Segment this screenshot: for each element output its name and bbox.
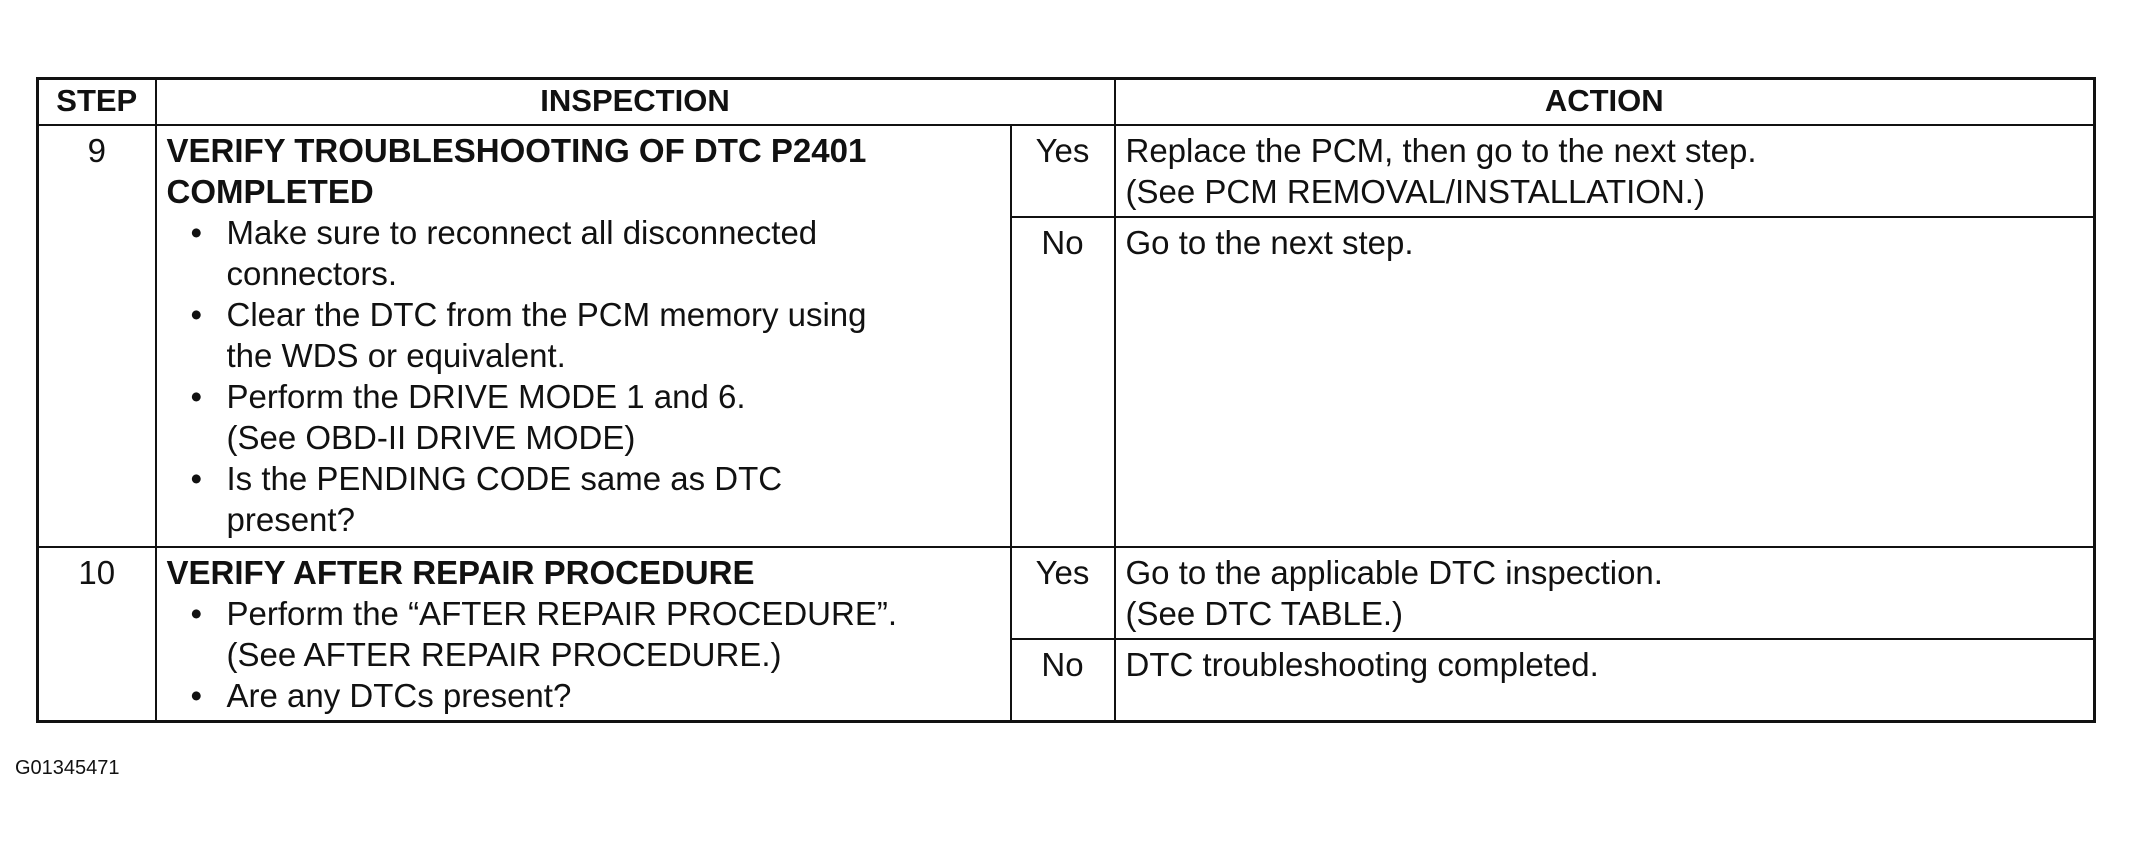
yes-action: Go to the applicable DTC inspection. (Se… <box>1113 545 2096 641</box>
action-text: Go to the applicable DTC inspection. <box>1125 554 1663 591</box>
bullet-text: Perform the “AFTER REPAIR PROCEDURE”. <box>226 595 898 632</box>
figure-id: G01345471 <box>15 757 120 779</box>
bullet-text: Perform the DRIVE MODE 1 and 6. <box>226 378 746 415</box>
no-action: Go to the next step. <box>1113 216 2096 548</box>
bullet-text: connectors. <box>226 255 398 292</box>
action-text: Go to the next step. <box>1125 224 1414 261</box>
no-action: DTC troubleshooting completed. <box>1113 638 2096 723</box>
bullet-text: Are any DTCs present? <box>226 677 572 714</box>
step-number: 10 <box>36 546 157 723</box>
header-step: STEP <box>36 77 157 126</box>
bullet-text: Clear the DTC from the PCM memory using <box>226 296 867 333</box>
inspection-bullet: Perform the DRIVE MODE 1 and 6. (See OBD… <box>191 376 1002 458</box>
action-text: DTC troubleshooting completed. <box>1125 646 1599 684</box>
bullet-text: present? <box>226 501 355 538</box>
table-row: 10 VERIFY AFTER REPAIR PROCEDURE Perform… <box>36 545 2096 723</box>
no-label: No <box>1009 638 1116 723</box>
inspection-bullet: Are any DTCs present? <box>191 675 1002 716</box>
dtc-inspection-table: STEP INSPECTION ACTION 9 VERIFY TROUBLES… <box>36 77 2096 723</box>
bullet-text: Make sure to reconnect all disconnected <box>226 214 818 251</box>
bullet-text: Is the PENDING CODE same as DTC <box>226 460 783 497</box>
inspection-cell: VERIFY TROUBLESHOOTING OF DTC P2401 COMP… <box>154 124 1012 548</box>
no-label: No <box>1009 216 1116 548</box>
inspection-bullet: Is the PENDING CODE same as DTC present? <box>191 458 1002 540</box>
action-text: (See PCM REMOVAL/INSTALLATION.) <box>1125 173 1705 210</box>
inspection-bullet-list: Perform the “AFTER REPAIR PROCEDURE”. (S… <box>167 593 1002 716</box>
inspection-bullet: Make sure to reconnect all disconnected … <box>191 212 1002 294</box>
header-action: ACTION <box>1113 77 2096 126</box>
dtc-inspection-table-wrap: STEP INSPECTION ACTION 9 VERIFY TROUBLES… <box>36 77 2096 723</box>
step-number: 9 <box>36 124 157 548</box>
table-row: No DTC troubleshooting completed. <box>38 638 2096 723</box>
yes-label: Yes <box>1009 124 1116 218</box>
table-row: 9 VERIFY TROUBLESHOOTING OF DTC P2401 CO… <box>36 124 2096 548</box>
header-inspection: INSPECTION <box>154 77 1116 126</box>
inspection-cell: VERIFY AFTER REPAIR PROCEDURE Perform th… <box>154 546 1012 723</box>
yes-label: Yes <box>1009 545 1116 641</box>
bullet-text: (See OBD-II DRIVE MODE) <box>226 419 636 456</box>
yes-action: Replace the PCM, then go to the next ste… <box>1113 124 2096 218</box>
action-text: Replace the PCM, then go to the next ste… <box>1125 132 1757 169</box>
header-row: STEP INSPECTION ACTION <box>36 77 2096 126</box>
table-row: No Go to the next step. <box>38 216 2096 548</box>
inspection-bullet-list: Make sure to reconnect all disconnected … <box>167 212 1002 540</box>
inspection-title: COMPLETED <box>166 173 374 210</box>
inspection-bullet: Clear the DTC from the PCM memory using … <box>191 294 1002 376</box>
bullet-text: (See AFTER REPAIR PROCEDURE.) <box>226 636 782 673</box>
action-text: (See DTC TABLE.) <box>1125 595 1404 632</box>
bullet-text: the WDS or equivalent. <box>226 337 566 374</box>
inspection-title: VERIFY AFTER REPAIR PROCEDURE <box>166 554 755 591</box>
inspection-bullet: Perform the “AFTER REPAIR PROCEDURE”. (S… <box>191 593 1002 675</box>
inspection-title: VERIFY TROUBLESHOOTING OF DTC P2401 <box>166 132 867 169</box>
